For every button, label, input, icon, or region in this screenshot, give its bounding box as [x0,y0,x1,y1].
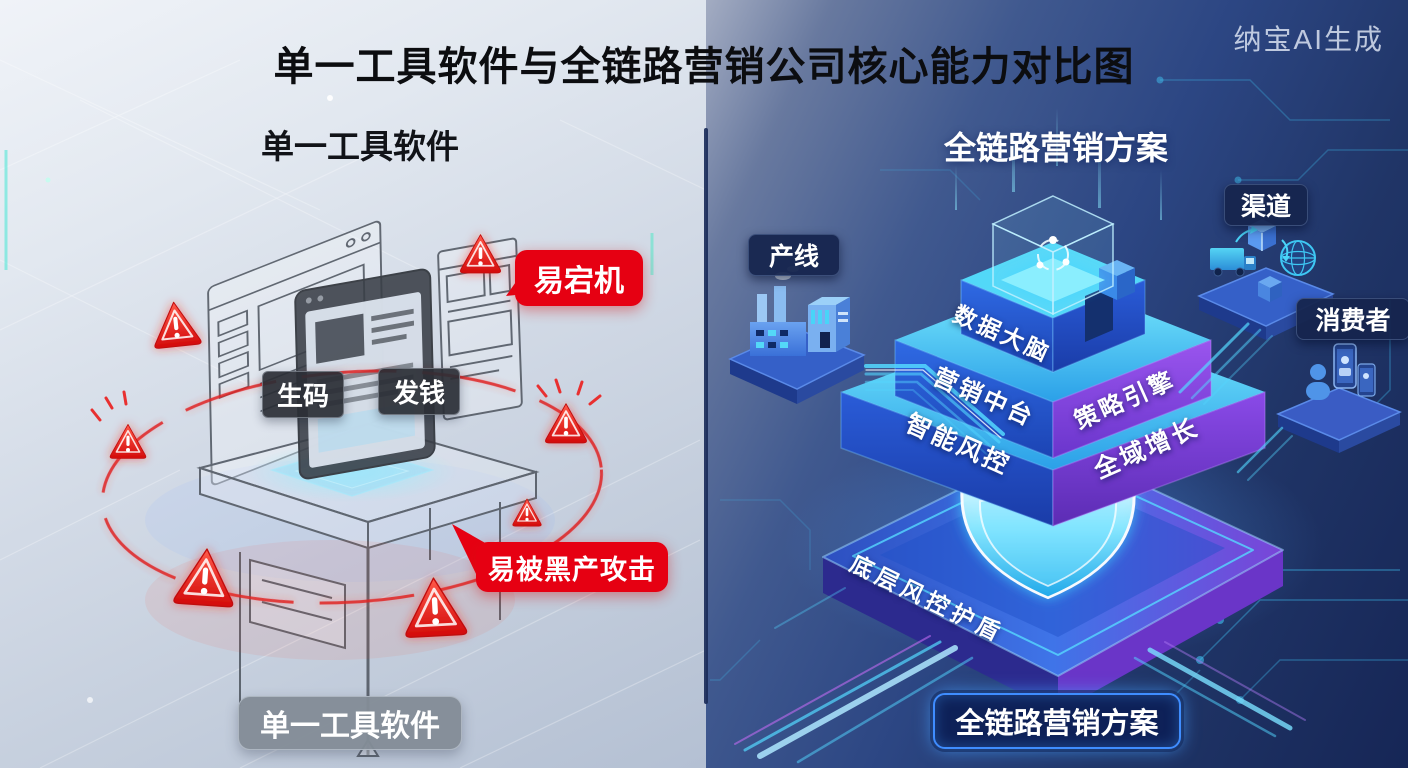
left-bottom-badge: 单一工具软件 [238,696,462,750]
consumer-platform [1276,343,1402,453]
attack-callout: 易被黑产攻击 [476,542,668,592]
red-alert-ring [100,369,604,605]
flow-arrows [1235,226,1290,262]
channel-traces [1178,322,1273,405]
crash-callout: 易宕机 [515,250,643,306]
right-section-header: 全链路营销方案 [943,130,1168,166]
light-pillars [955,108,1162,220]
factory-icon [750,266,850,356]
panel-divider [704,128,708,704]
warning-triangle-icon [544,402,588,444]
tool-tag-shengma: 生码 [262,371,344,418]
small-package-icon [1258,276,1282,302]
truck-icon [1210,248,1256,277]
left-section-header: 单一工具软件 [261,128,459,165]
warning-triangle-icon [109,423,147,460]
consumer-traces [1236,426,1293,481]
node-badge-consumer: 消费者 [1296,298,1408,340]
right-bottom-badge: 全链路营销方案 [933,693,1181,749]
production-traces [864,364,1005,459]
glass-cube [991,195,1115,316]
wireframe-machine-sketch [145,220,555,757]
warning-triangle-icon [149,298,203,350]
network-node-icon [1036,236,1070,271]
alert-sparks [90,378,602,422]
phone-icon [1333,343,1357,389]
tool-tag-faqian: 发钱 [378,368,460,415]
node-badge-production: 产线 [748,234,840,276]
watermark: 纳宝AI生成 [1233,24,1384,55]
globe-icon [1280,240,1316,276]
light-streaks [734,587,1306,764]
node-badge-channel: 渠道 [1224,184,1308,226]
page-title: 单一工具软件与全链路营销公司核心能力对比图 [273,45,1135,89]
phone-icon [1357,363,1376,397]
pyramid-tier1 [960,242,1146,373]
production-platform [728,266,866,404]
person-icon [1306,364,1330,400]
